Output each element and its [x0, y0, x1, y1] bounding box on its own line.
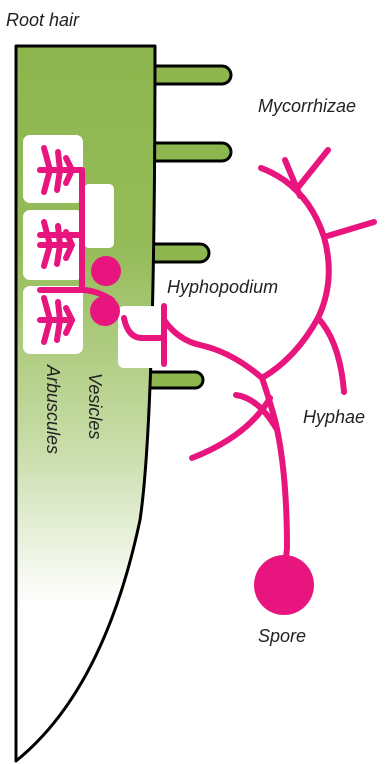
- label-arbuscules: Arbuscules: [43, 364, 63, 454]
- label-vesicles: Vesicles: [85, 373, 105, 439]
- vesicle-2: [90, 296, 120, 326]
- root-hair-3: [150, 244, 209, 262]
- label-spore: Spore: [258, 626, 306, 646]
- hypha-main: [164, 320, 262, 378]
- label-root-hair: Root hair: [6, 10, 80, 30]
- cell-4: [84, 184, 114, 248]
- hypha-upper-twig-3: [324, 222, 374, 237]
- hypha-right-branch: [318, 318, 344, 392]
- root-hair-4: [150, 372, 203, 388]
- label-hyphae: Hyphae: [303, 407, 365, 427]
- spore: [254, 555, 314, 615]
- label-mycorrhizae: Mycorrhizae: [258, 96, 356, 116]
- vesicle-1: [91, 256, 121, 286]
- hypha-upper-branch: [261, 168, 329, 378]
- root-hair-2: [150, 143, 231, 161]
- hypha-upper-twig-1: [296, 150, 328, 190]
- label-hyphopodium: Hyphopodium: [167, 277, 278, 297]
- root-hair-1: [150, 66, 231, 84]
